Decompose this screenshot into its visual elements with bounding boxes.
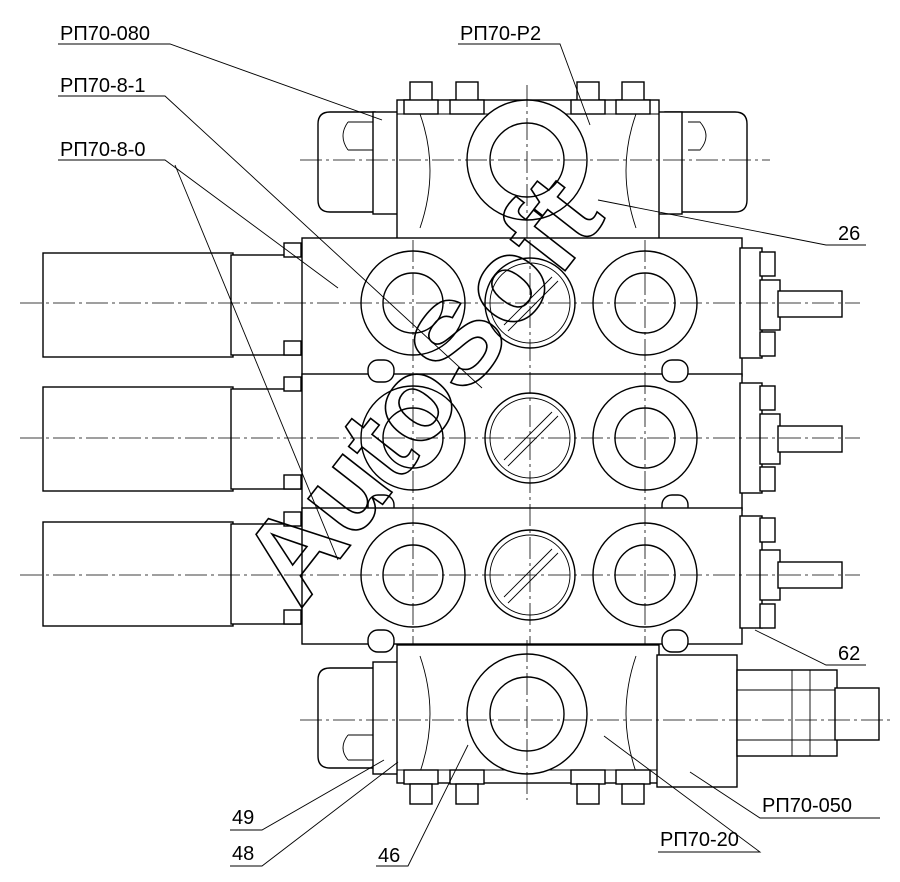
label-rp70-8-0: РП70-8-0	[60, 139, 146, 161]
section-3	[20, 507, 860, 653]
label-46: 46	[378, 845, 400, 867]
label-48: 48	[232, 843, 254, 865]
leader-lines	[58, 43, 880, 867]
label-rp70-8-1: РП70-8-1	[60, 75, 146, 97]
label-rp70-20: РП70-20	[660, 829, 739, 851]
label-rp70-050: РП70-050	[762, 795, 852, 817]
bottom-cover	[300, 640, 890, 805]
label-rp70-p2: РП70-Р2	[460, 23, 541, 45]
label-49: 49	[232, 807, 254, 829]
label-rp70-080: РП70-080	[60, 23, 150, 45]
top-cover	[300, 81, 770, 241]
section-1	[20, 237, 860, 377]
label-26: 26	[838, 223, 860, 245]
label-62: 62	[838, 643, 860, 665]
